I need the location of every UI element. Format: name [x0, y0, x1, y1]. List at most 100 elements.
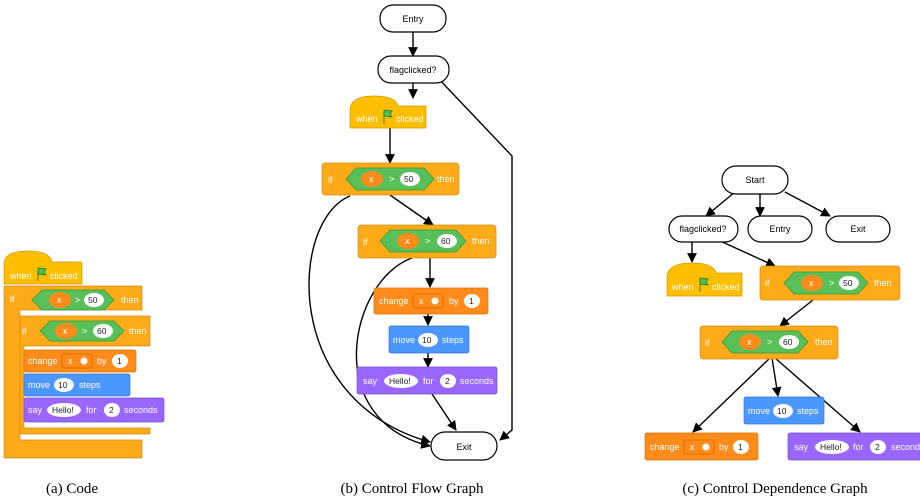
x-variable-dropdown	[412, 293, 444, 309]
cdg-x-label: x	[809, 278, 814, 288]
cdg-move-label: move	[748, 406, 770, 416]
then-label-2: then	[129, 326, 147, 336]
hello-label: Hello!	[52, 405, 74, 415]
cfg-exit-node	[430, 431, 498, 461]
gt-label-2: >	[82, 326, 87, 336]
cfg-change-label: change	[379, 296, 409, 306]
cfg-gt-label-2: >	[425, 236, 430, 246]
caption-code: (a) Code	[46, 481, 98, 497]
cdg-flagclicked-label: flagclicked?	[679, 224, 726, 234]
cfg-flagclicked-label: flagclicked?	[389, 65, 436, 75]
hello-input	[815, 440, 849, 454]
x-variable-reporter	[361, 171, 383, 187]
if-x-gt-60-block	[19, 315, 151, 435]
edge-say-exit	[431, 393, 457, 431]
value-50-input	[84, 293, 104, 307]
cdg-50-label: 50	[843, 278, 853, 288]
cdg-if-label-2: if	[705, 338, 710, 348]
edge-if2-say	[774, 357, 861, 433]
steps-label: steps	[79, 380, 101, 390]
value-2-input	[440, 374, 456, 388]
cfg-when-label: when	[355, 114, 378, 124]
cdg-start-label: Start	[745, 175, 765, 185]
cdg-steps-label: steps	[797, 406, 819, 416]
value-60-input	[437, 234, 457, 248]
value-10-input	[773, 404, 793, 418]
cfg-then-label-2: then	[472, 236, 490, 246]
value-2-label: 2	[109, 405, 114, 415]
chevron-down-icon	[431, 297, 439, 305]
edge-if1-if2	[389, 194, 434, 226]
if-label-2: if	[22, 326, 27, 336]
edge-if2-move	[771, 357, 782, 397]
clicked-label: clicked	[50, 271, 78, 281]
value-50-input	[400, 172, 420, 186]
x-variable-dropdown	[683, 439, 715, 455]
cdg-for-label: for	[853, 442, 864, 452]
cdg-exit-label: Exit	[850, 224, 866, 234]
value-1-label: 1	[117, 356, 122, 366]
green-flag-icon	[383, 109, 394, 124]
when-label: when	[9, 271, 32, 281]
move-10-steps-block	[23, 373, 131, 397]
cfg-entry-label: Entry	[402, 14, 424, 24]
cfg-then-label: then	[437, 174, 455, 184]
value-50-input	[839, 276, 859, 290]
control-flow-graph: Entry flagclicked? when clicked if x > 5…	[308, 4, 513, 461]
cfg-exit-label: Exit	[456, 442, 472, 452]
green-flag-icon	[699, 277, 710, 292]
cfg-1-label: 1	[469, 296, 474, 306]
cdg-10-label: 10	[777, 406, 787, 416]
caption-cdg: (c) Control Dependence Graph	[682, 481, 868, 497]
cdg-change-label: change	[650, 442, 680, 452]
cdg-if-label: if	[765, 278, 770, 288]
cdg-say-label: say	[794, 442, 809, 452]
for-label: for	[86, 405, 97, 415]
caption-cfg: (b) Control Flow Graph	[341, 481, 484, 497]
chevron-down-icon	[702, 443, 710, 451]
by-label: by	[97, 356, 107, 366]
value-50-label: 50	[88, 295, 98, 305]
cfg-x-label-2: x	[405, 236, 410, 246]
cdg-exit-node	[825, 215, 891, 243]
edge-start-exit	[784, 191, 831, 217]
cdg-60-label: 60	[783, 337, 793, 347]
edge-flag-if1	[717, 239, 776, 267]
cfg-50-label: 50	[404, 174, 414, 184]
cdg-entry-node	[747, 215, 813, 243]
x-variable-reporter	[49, 292, 71, 308]
value-10-input	[54, 378, 74, 392]
cdg-by-label: by	[719, 442, 729, 452]
value-1-input	[464, 294, 480, 308]
cfg-steps-label: steps	[442, 335, 464, 345]
say-label: say	[28, 405, 43, 415]
move-label: move	[28, 380, 50, 390]
cdg-say-hello-block	[787, 432, 920, 461]
cfg-10-label: 10	[422, 335, 432, 345]
value-1-input	[112, 354, 128, 368]
value-2-input	[870, 440, 886, 454]
seconds-label: seconds	[124, 405, 158, 415]
value-60-label: 60	[97, 326, 107, 336]
cfg-clicked-label: clicked	[396, 114, 424, 124]
cdg-flagclicked-node	[668, 215, 739, 243]
value-10-input	[418, 333, 438, 347]
cfg-by-label: by	[449, 296, 459, 306]
green-flag-icon	[37, 267, 48, 281]
gt-label: >	[75, 295, 80, 305]
cdg-dropdown-x-label: x	[690, 442, 695, 452]
cfg-for-label: for	[423, 376, 434, 386]
cdg-start-node	[721, 165, 789, 195]
x-variable-reporter-2	[397, 233, 419, 249]
dropdown-x-label: x	[68, 356, 73, 366]
cdg-clicked-label: clicked	[712, 282, 740, 292]
cfg-seconds-label: seconds	[460, 376, 494, 386]
x-variable-reporter-2	[55, 323, 77, 339]
cdg-gt-label-2: >	[767, 337, 772, 347]
value-2-input	[104, 403, 120, 417]
x-label: x	[57, 295, 62, 305]
cdg-entry-label: Entry	[769, 224, 791, 234]
cdg-1-label: 1	[738, 442, 743, 452]
change-label: change	[28, 356, 58, 366]
